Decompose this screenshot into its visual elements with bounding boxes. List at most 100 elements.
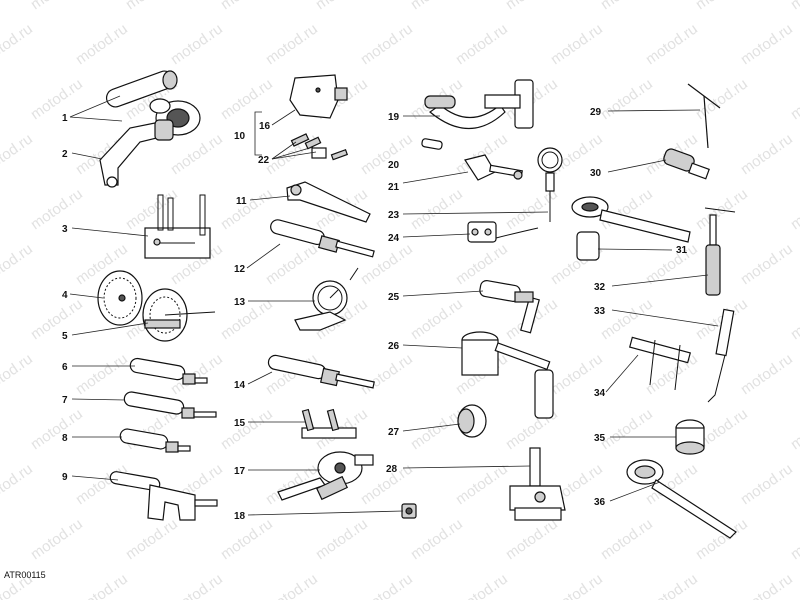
callout-12: 12: [234, 264, 246, 275]
callout-25: 25: [388, 292, 400, 303]
callout-10: 10: [234, 131, 246, 142]
callout-24: 24: [388, 233, 400, 244]
watermark-text: motod.ru: [453, 240, 511, 288]
tool-32-drawing: [704, 207, 736, 296]
tool-12-drawing: [270, 219, 375, 258]
tool-27-drawing: [457, 404, 487, 438]
watermark-text: motod.ru: [28, 185, 86, 233]
tool-4-drawing: [97, 270, 143, 326]
watermark-text: motod.ru: [453, 570, 511, 600]
watermark-text: motod.ru: [738, 130, 796, 178]
tool-21-drawing: [464, 154, 523, 181]
callout-32: 32: [594, 282, 606, 293]
watermark-text: motod.ru: [218, 405, 276, 453]
callout-2: 2: [62, 149, 68, 160]
tool-19-drawing: [424, 79, 534, 130]
tool-24-drawing: [467, 221, 539, 243]
watermark-text: motod.ru: [28, 75, 86, 123]
callout-30: 30: [590, 168, 602, 179]
tool-31-drawing: [571, 196, 691, 261]
watermark-text: motod.ru: [598, 405, 656, 453]
watermark-text: motod.ru: [0, 240, 36, 288]
tool-34-drawing: [628, 308, 735, 403]
watermark-text: motod.ru: [693, 75, 751, 123]
callout-7: 7: [62, 395, 68, 406]
tool-26-drawing: [461, 331, 554, 419]
watermark-text: motod.ru: [123, 515, 181, 563]
watermark-text: motod.ru: [738, 20, 796, 68]
watermark-text: motod.ru: [548, 570, 606, 600]
watermark-text: motod.ru: [0, 130, 36, 178]
callout-16: 16: [259, 121, 271, 132]
watermark-text: motod.ru: [738, 350, 796, 398]
watermark-text: motod.ru: [0, 460, 36, 508]
callout-33: 33: [594, 306, 606, 317]
watermark-text: motod.ru: [123, 0, 181, 13]
watermark-text: motod.ru: [408, 515, 466, 563]
watermark-text: motod.ru: [263, 20, 321, 68]
tool-13-drawing: [294, 267, 359, 331]
callout-27: 27: [388, 427, 400, 438]
watermark-text: motod.ru: [503, 0, 561, 13]
tool-5-drawing: [142, 288, 216, 342]
watermark-text: motod.ru: [598, 0, 656, 13]
watermark-text: motod.ru: [28, 295, 86, 343]
watermark-text: motod.ru: [218, 295, 276, 343]
watermark-text: motod.ru: [358, 20, 416, 68]
callout-1: 1: [62, 113, 68, 124]
watermark-text: motod.ru: [693, 185, 751, 233]
watermark-text: motod.ru: [358, 240, 416, 288]
callout-22: 22: [258, 155, 270, 166]
watermark-text: motod.ru: [218, 515, 276, 563]
watermark-text: motod.ru: [263, 240, 321, 288]
watermark-text: motod.ru: [28, 515, 86, 563]
watermark-text: motod.ru: [313, 0, 371, 13]
tool-14-drawing: [267, 354, 375, 389]
tool-drawings: [97, 70, 737, 539]
callout-14: 14: [234, 380, 246, 391]
watermark-text: motod.ru: [643, 20, 701, 68]
watermark-text: motod.ru: [218, 185, 276, 233]
watermark-text: motod.ru: [358, 350, 416, 398]
tool-7-drawing: [123, 391, 217, 419]
watermark-text: motod.ru: [788, 75, 800, 123]
tool-3-drawing: [144, 194, 211, 259]
callout-31: 31: [676, 245, 688, 256]
watermark-text: motod.ru: [168, 570, 226, 600]
watermark-text: motod.ru: [598, 295, 656, 343]
tool-25-drawing: [479, 279, 540, 334]
watermark-text: motod.ru: [453, 460, 511, 508]
callout-5: 5: [62, 331, 68, 342]
watermark-text: motod.ru: [123, 185, 181, 233]
watermark-text: motod.ru: [408, 0, 466, 13]
watermark-text: motod.ru: [693, 0, 751, 13]
callout-8: 8: [62, 433, 68, 444]
watermark-text: motod.ru: [788, 295, 800, 343]
callout-36: 36: [594, 497, 606, 508]
watermark-text: motod.ru: [73, 350, 131, 398]
watermark-text: motod.ru: [0, 20, 36, 68]
watermark-text: motod.ru: [263, 570, 321, 600]
callout-3: 3: [62, 224, 68, 235]
watermark-text: motod.ru: [73, 570, 131, 600]
tool-11-drawing: [286, 181, 371, 223]
watermark-text: motod.ru: [28, 0, 86, 13]
callout-19: 19: [388, 112, 400, 123]
tool-28-drawing: [509, 447, 566, 521]
leader-lines: [69, 95, 719, 516]
watermark-text: motod.ru: [358, 130, 416, 178]
watermark-text: motod.ru: [788, 405, 800, 453]
watermark-text: motod.ru: [218, 75, 276, 123]
tool-29-drawing: [687, 83, 721, 149]
watermark-text: motod.ru: [738, 240, 796, 288]
image-code: ATR00115: [4, 570, 46, 580]
callout-21: 21: [388, 182, 400, 193]
tool-17-drawing: [277, 451, 374, 501]
watermark-text: motod.ru: [73, 20, 131, 68]
watermark-text: motod.ru: [313, 515, 371, 563]
tool-30-drawing: [663, 148, 710, 180]
callout-9: 9: [62, 472, 68, 483]
callout-23: 23: [388, 210, 400, 221]
tool-16-drawing: [289, 74, 348, 119]
